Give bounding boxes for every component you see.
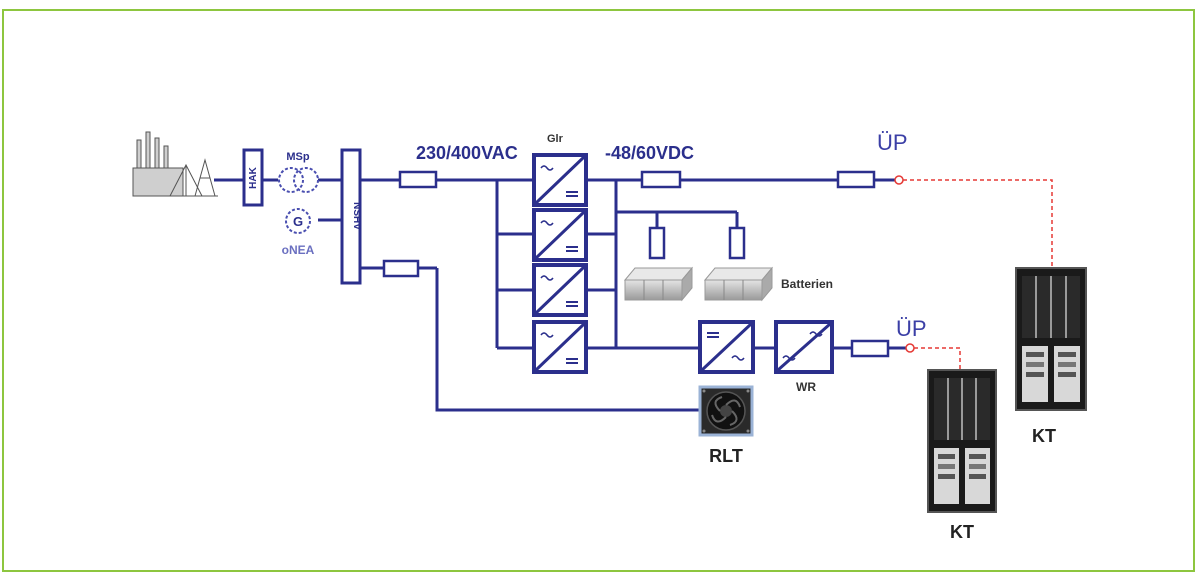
batterien-label: Batterien	[781, 277, 833, 291]
rectifier-stack	[532, 153, 588, 374]
server-rack-icon	[1015, 267, 1087, 411]
fuse-ac	[398, 170, 438, 189]
rectifier-icon	[532, 320, 588, 374]
rectifier-icon	[532, 208, 588, 262]
terminal-bottom	[905, 343, 915, 353]
fuse-battery-1	[648, 226, 666, 260]
rectifier-icon	[532, 153, 588, 207]
hak-label: HAK	[248, 166, 259, 188]
glr-label: Glr	[547, 133, 564, 145]
fuse-dc	[640, 170, 682, 189]
msp-label: MSp	[286, 151, 310, 163]
onea-label: oNEA	[282, 243, 315, 257]
battery-icon	[623, 266, 694, 302]
generator-icon: G	[285, 208, 311, 234]
inverter-icon	[774, 320, 834, 374]
generator-label: G	[293, 214, 303, 229]
fuse-battery-2	[728, 226, 746, 260]
nshv-label: NSHV	[351, 202, 362, 230]
fan-icon	[698, 385, 754, 437]
hak-box: HAK	[242, 148, 264, 207]
vac-label: 230/400VAC	[416, 143, 518, 163]
up-bottom-label: ÜP	[896, 316, 927, 341]
wr-label: WR	[796, 380, 816, 394]
fuse-up-top	[836, 170, 876, 189]
fuse-rlt	[382, 259, 420, 278]
rlt-label: RLT	[709, 446, 743, 466]
vdc-label: -48/60VDC	[605, 143, 694, 163]
terminal-top	[894, 175, 904, 185]
rectifier-icon	[532, 263, 588, 317]
battery-icon	[703, 266, 774, 302]
fuses	[382, 170, 890, 358]
nshv-box: NSHV	[340, 148, 362, 285]
up-top-label: ÜP	[877, 130, 908, 155]
converter-icon	[698, 320, 755, 374]
kt-right-label: KT	[1032, 426, 1056, 446]
power-plant-icon	[132, 131, 218, 197]
kt-left-label: KT	[950, 522, 974, 542]
wiring	[214, 178, 906, 412]
red-dashed-connections	[903, 179, 1053, 370]
fuse-up-bottom	[850, 339, 890, 358]
msp-transformer-icon	[278, 167, 319, 193]
server-rack-icon	[927, 369, 997, 513]
